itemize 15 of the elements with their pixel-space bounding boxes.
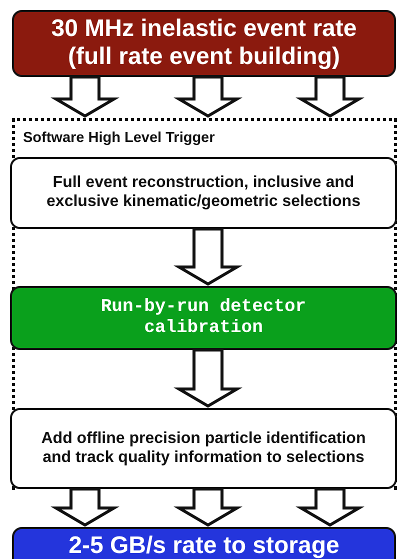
process-box: Full event reconstruction, inclusive and exclusive kinematic/geometric selections: [10, 157, 397, 229]
block-arrow: [173, 348, 243, 408]
group-heading: Software High Level Trigger: [23, 130, 215, 146]
storage-box: 2-5 GB/s rate to storage: [12, 527, 396, 559]
trigger-group-frame: [12, 118, 397, 490]
block-arrow: [295, 488, 365, 527]
block-arrow: [173, 76, 243, 118]
rate-box: 30 MHz inelastic event rate (full rate event building): [12, 10, 396, 77]
block-arrow: [50, 488, 120, 527]
block-arrow: [295, 76, 365, 118]
calibration-box: Run-by-run detector calibration: [10, 286, 397, 350]
block-arrow: [173, 488, 243, 527]
block-arrow: [50, 76, 120, 118]
process-box: Add offline precision particle identification and track quality information to selections: [10, 408, 397, 489]
block-arrow: [173, 228, 243, 286]
